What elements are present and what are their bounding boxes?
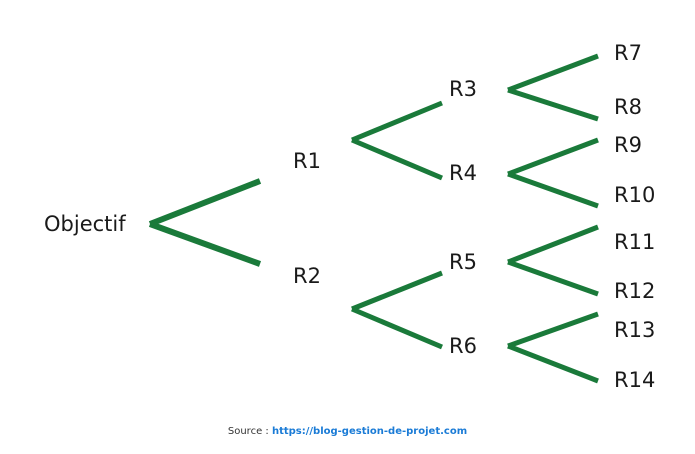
node-r10: R10 (614, 183, 656, 207)
node-r11: R11 (614, 230, 656, 254)
branch-r1-upper (351, 100, 443, 143)
branch-objectif-upper (148, 178, 262, 227)
branch-r3-lower (507, 87, 599, 122)
branch-r1-lower (351, 137, 443, 181)
node-r8: R8 (614, 95, 642, 119)
node-r5: R5 (449, 250, 477, 274)
node-r3: R3 (449, 77, 477, 101)
source-link[interactable]: https://blog-gestion-de-projet.com (271, 426, 468, 437)
node-r12: R12 (614, 279, 656, 303)
node-r6: R6 (449, 334, 477, 358)
source-prefix: Source : (227, 426, 272, 437)
branch-r3-upper (507, 53, 599, 93)
node-r9: R9 (614, 133, 642, 157)
source-line: Source : https://blog-gestion-de-projet.… (0, 426, 695, 437)
node-r4: R4 (449, 161, 477, 185)
node-r14: R14 (614, 368, 656, 392)
node-r7: R7 (614, 41, 642, 65)
branch-r2-lower (351, 306, 443, 350)
node-r2: R2 (293, 264, 321, 288)
tree-branches (148, 53, 599, 384)
branch-r4-upper (507, 137, 599, 177)
node-r1: R1 (293, 149, 321, 173)
branch-r2-upper (351, 270, 443, 312)
node-r13: R13 (614, 318, 656, 342)
branch-r6-lower (507, 343, 599, 384)
node-objectif: Objectif (44, 212, 126, 236)
branch-r4-lower (507, 171, 599, 209)
branch-r5-upper (507, 224, 599, 265)
branch-objectif-lower (148, 221, 262, 267)
branch-r5-lower (507, 259, 599, 297)
branch-r6-upper (507, 311, 599, 349)
